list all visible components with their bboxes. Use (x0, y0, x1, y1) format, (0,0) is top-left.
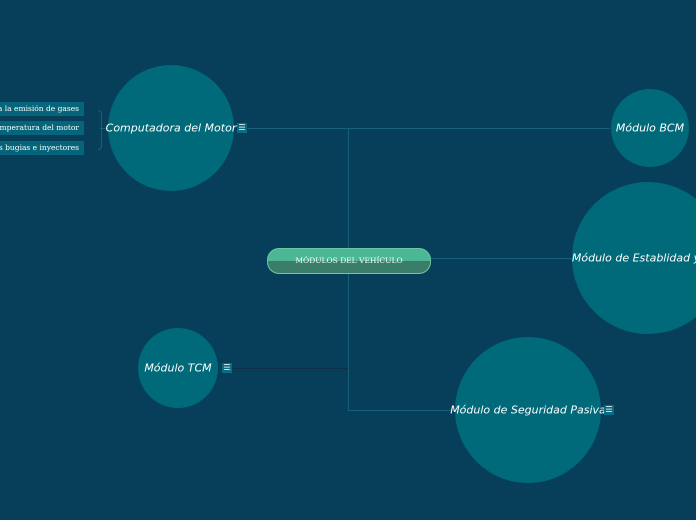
connector (98, 110, 102, 150)
leaf-node[interactable]: temperatura del motor (0, 121, 84, 135)
node-seguridad[interactable] (455, 337, 601, 483)
node-estabilidad[interactable] (572, 182, 696, 334)
central-node[interactable]: MÓDULOS DEL VEHÍCULO (267, 248, 431, 274)
node-bcm[interactable] (611, 89, 689, 167)
node-tcm-label: Módulo TCM (144, 361, 212, 375)
menu-icon[interactable]: ☰ (222, 363, 232, 373)
node-estabilidad-label: Módulo de Establidad y (571, 251, 696, 265)
leaf-node[interactable]: las bugias e inyectores (0, 141, 84, 155)
connector (232, 368, 348, 369)
leaf-node[interactable]: ola la emisión de gases (0, 102, 84, 116)
connector (430, 258, 572, 259)
connector (248, 128, 610, 129)
node-tcm[interactable] (138, 328, 218, 408)
connector (100, 128, 108, 129)
node-motor[interactable] (108, 65, 234, 191)
connector (348, 410, 455, 411)
node-bcm-label: Módulo BCM (615, 121, 685, 135)
node-seguridad-label: Módulo de Seguridad Pasiva (450, 403, 606, 417)
menu-icon[interactable]: ☰ (237, 123, 247, 133)
node-motor-label: Computadora del Motor (105, 121, 237, 135)
menu-icon[interactable]: ☰ (604, 405, 614, 415)
